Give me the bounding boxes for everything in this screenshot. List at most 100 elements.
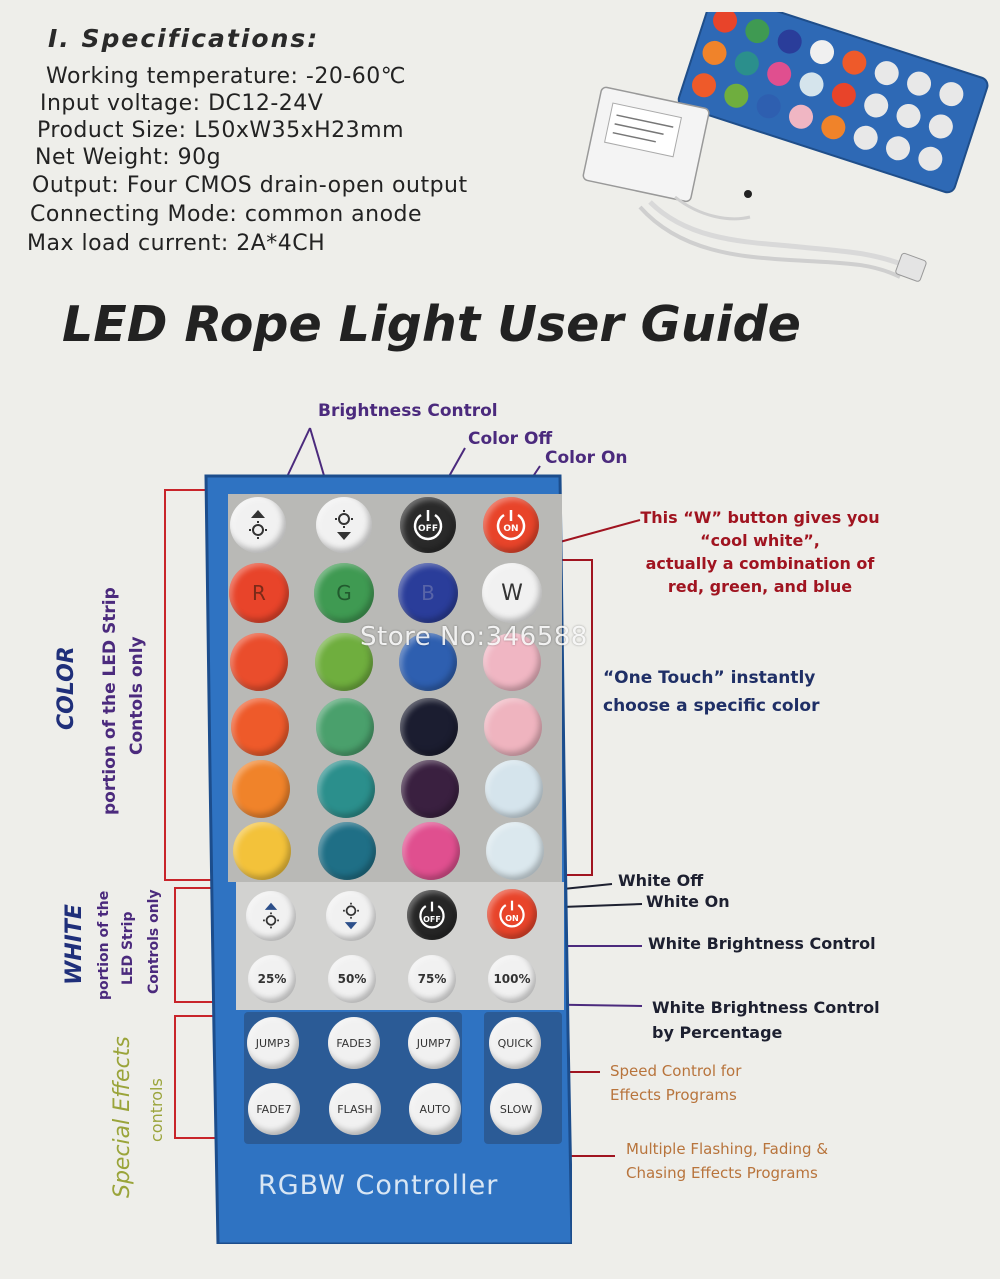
callout-white-brightness-percentage: White Brightness Control by Percentage xyxy=(652,995,880,1045)
white-w-label: W xyxy=(501,580,523,606)
flash-label: FLASH xyxy=(337,1102,373,1116)
power-icon xyxy=(413,510,443,541)
color-button[interactable] xyxy=(401,760,459,818)
side-label-white: WHITE xyxy=(62,904,87,985)
callout-one-touch: “One Touch” instantly choose a specific … xyxy=(603,664,819,720)
auto-button[interactable]: AUTO xyxy=(409,1083,461,1135)
fade7-label: FADE7 xyxy=(256,1102,292,1116)
white-on-button[interactable]: ON xyxy=(487,889,537,939)
side-label-color-sub2: Contols only xyxy=(127,636,147,755)
side-label-white-sub2: LED Strip xyxy=(120,911,136,985)
spec-product-size: Product Size: L50xW35xH23mm xyxy=(37,118,405,143)
jump7-label: JUMP7 xyxy=(416,1036,452,1050)
color-button[interactable] xyxy=(233,822,291,880)
color-button[interactable] xyxy=(232,760,290,818)
callout-white-off: White Off xyxy=(618,871,704,890)
power-icon xyxy=(496,510,526,541)
side-label-color: COLOR xyxy=(54,646,79,730)
store-watermark: Store No:346588 xyxy=(360,622,588,652)
brightness-up-button[interactable] xyxy=(230,497,286,553)
blue-button[interactable]: B xyxy=(398,563,458,623)
callout-w-line-1: This “W” button gives you xyxy=(640,508,880,527)
color-button[interactable] xyxy=(485,760,543,818)
red-button[interactable]: R xyxy=(229,563,289,623)
color-off-label: OFF xyxy=(418,524,438,534)
color-button[interactable] xyxy=(316,698,374,756)
color-button[interactable] xyxy=(402,822,460,880)
callout-brightness-control: Brightness Control xyxy=(318,401,498,421)
color-button[interactable] xyxy=(484,698,542,756)
power-icon xyxy=(499,900,525,928)
callout-w-button: This “W” button gives you “cool white”, … xyxy=(640,506,880,598)
callout-effects-line-1: Multiple Flashing, Fading & xyxy=(626,1140,829,1158)
flash-button[interactable]: FLASH xyxy=(329,1083,381,1135)
color-off-button[interactable]: OFF xyxy=(400,497,456,553)
slow-label: SLOW xyxy=(499,1102,533,1116)
white-50-percent-button[interactable]: 50% xyxy=(328,955,376,1003)
white-75-percent-button[interactable]: 75% xyxy=(408,955,456,1003)
color-button[interactable] xyxy=(230,633,288,691)
jump3-label: JUMP3 xyxy=(255,1036,291,1050)
spec-input-voltage: Input voltage: DC12-24V xyxy=(40,91,324,116)
color-on-button[interactable]: ON xyxy=(483,497,539,553)
callout-speed-control: Speed Control for Effects Programs xyxy=(610,1059,741,1107)
white-brightness-down-button[interactable] xyxy=(326,891,376,941)
white-off-label: OFF xyxy=(423,914,441,924)
blue-label: B xyxy=(421,581,435,605)
callout-multiple-effects: Multiple Flashing, Fading & Chasing Effe… xyxy=(626,1137,828,1185)
side-label-white-sub1: portion of the xyxy=(96,890,112,1000)
color-button[interactable] xyxy=(400,698,458,756)
jump3-button[interactable]: JUMP3 xyxy=(247,1017,299,1069)
callout-color-off: Color Off xyxy=(468,429,553,449)
slow-button[interactable]: SLOW xyxy=(490,1083,542,1135)
percent-75-label: 75% xyxy=(417,972,447,986)
color-button[interactable] xyxy=(486,822,544,880)
fade7-button[interactable]: FADE7 xyxy=(248,1083,300,1135)
percent-50-label: 50% xyxy=(337,972,367,986)
color-button[interactable] xyxy=(231,698,289,756)
auto-label: AUTO xyxy=(419,1102,451,1116)
product-photo xyxy=(582,12,989,282)
red-label: R xyxy=(252,581,266,605)
white-w-button[interactable]: W xyxy=(482,563,542,623)
white-on-label: ON xyxy=(505,913,519,923)
sun-up-icon xyxy=(263,902,279,929)
callout-w-line-2: “cool white”, xyxy=(700,531,820,550)
color-button[interactable] xyxy=(483,633,541,691)
sun-down-icon xyxy=(335,510,353,540)
side-label-effects-sub: controls xyxy=(147,1078,166,1142)
sun-up-icon xyxy=(249,510,267,539)
spec-max-load-current: Max load current: 2A*4CH xyxy=(27,231,326,256)
side-label-color-sub1: portion of the LED Strip xyxy=(100,587,120,815)
quick-label: QUICK xyxy=(497,1036,533,1050)
callout-white-brightness: White Brightness Control xyxy=(648,934,876,953)
white-25-percent-button[interactable]: 25% xyxy=(248,955,296,1003)
green-label: G xyxy=(336,581,352,605)
remote-brand-label: RGBW Controller xyxy=(258,1170,499,1201)
color-button[interactable] xyxy=(317,760,375,818)
white-100-percent-button[interactable]: 100% xyxy=(488,955,536,1003)
green-button[interactable]: G xyxy=(314,563,374,623)
callout-speed-line-2: Effects Programs xyxy=(610,1086,737,1104)
white-brightness-up-button[interactable] xyxy=(246,891,296,941)
spec-output: Output: Four CMOS drain-open output xyxy=(32,173,468,198)
color-button[interactable] xyxy=(315,633,373,691)
quick-button[interactable]: QUICK xyxy=(489,1017,541,1069)
color-button[interactable] xyxy=(399,633,457,691)
fade3-button[interactable]: FADE3 xyxy=(328,1017,380,1069)
percent-25-label: 25% xyxy=(257,972,287,986)
callout-color-on: Color On xyxy=(545,448,628,468)
color-on-label: ON xyxy=(503,524,519,534)
callout-w-line-3: actually a combination of xyxy=(645,554,875,573)
white-off-button[interactable]: OFF xyxy=(407,890,457,940)
callout-one-touch-line-2: choose a specific color xyxy=(603,696,820,716)
callout-white-on: White On xyxy=(646,892,730,911)
fade3-label: FADE3 xyxy=(336,1036,372,1050)
callout-w-line-4: red, green, and blue xyxy=(667,577,853,596)
color-button[interactable] xyxy=(318,822,376,880)
jump7-button[interactable]: JUMP7 xyxy=(408,1017,460,1069)
callout-effects-line-2: Chasing Effects Programs xyxy=(626,1164,818,1182)
brightness-down-button[interactable] xyxy=(316,497,372,553)
callout-white-pct-line-1: White Brightness Control xyxy=(652,998,880,1017)
side-label-white-sub3: Controls only xyxy=(146,889,162,994)
